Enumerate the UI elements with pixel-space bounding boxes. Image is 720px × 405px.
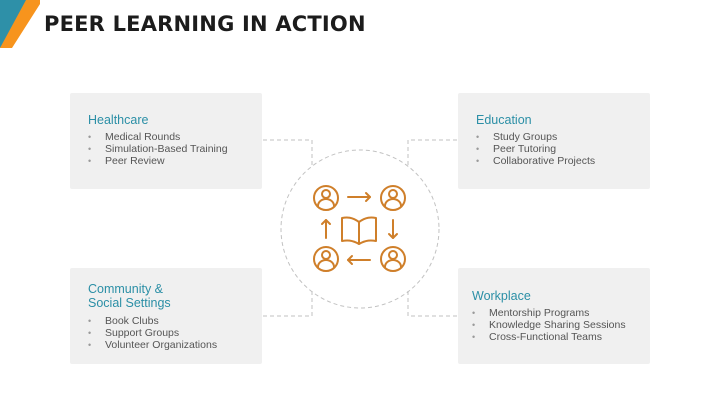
list-item: Collaborative Projects [476, 155, 650, 167]
card-heading-line: Community & [88, 282, 164, 296]
corner-accent [0, 0, 40, 48]
card-list: Study Groups Peer Tutoring Collaborative… [476, 131, 650, 168]
person-icon [380, 185, 406, 211]
list-item: Peer Review [88, 155, 262, 167]
cycle-arrow-icon [321, 192, 398, 265]
person-icon [313, 246, 339, 272]
page-title: PEER LEARNING IN ACTION [44, 12, 366, 36]
list-item: Mentorship Programs [472, 307, 650, 319]
list-item: Simulation-Based Training [88, 143, 262, 155]
card-heading-line: Social Settings [88, 296, 171, 310]
person-icon [380, 246, 406, 272]
card-heading: Community & Social Settings [88, 282, 262, 310]
card-heading: Workplace [472, 289, 531, 303]
person-icon [313, 185, 339, 211]
card-healthcare: Healthcare Medical Rounds Simulation-Bas… [70, 93, 262, 189]
list-item: Volunteer Organizations [88, 339, 262, 351]
card-heading: Healthcare [88, 113, 149, 127]
card-list: Book Clubs Support Groups Volunteer Orga… [88, 315, 262, 352]
card-workplace: Workplace Mentorship Programs Knowledge … [458, 268, 650, 364]
list-item: Knowledge Sharing Sessions [472, 319, 650, 331]
list-item: Study Groups [476, 131, 650, 143]
card-list: Mentorship Programs Knowledge Sharing Se… [472, 307, 650, 344]
list-item: Support Groups [88, 327, 262, 339]
list-item: Cross-Functional Teams [472, 331, 650, 343]
card-community: Community & Social Settings Book Clubs S… [70, 268, 262, 364]
card-education: Education Study Groups Peer Tutoring Col… [458, 93, 650, 189]
list-item: Book Clubs [88, 315, 262, 327]
book-icon [341, 216, 377, 245]
list-item: Medical Rounds [88, 131, 262, 143]
card-heading: Education [476, 113, 532, 127]
card-list: Medical Rounds Simulation-Based Training… [88, 131, 262, 168]
list-item: Peer Tutoring [476, 143, 650, 155]
